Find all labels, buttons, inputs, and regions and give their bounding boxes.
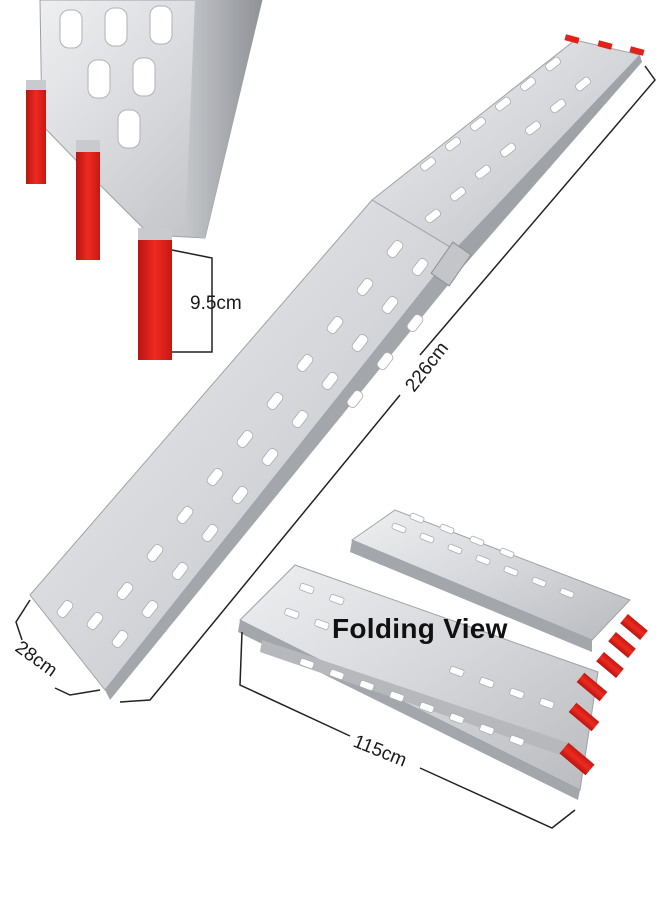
ramp-folded-front xyxy=(238,564,608,800)
ramp-top-tips xyxy=(564,34,645,56)
rubber-foot xyxy=(76,140,100,260)
length-dimension xyxy=(119,65,656,703)
foot-height-dimension xyxy=(171,249,213,353)
rubber-foot xyxy=(26,80,46,184)
folded-length-dimension xyxy=(239,631,576,829)
ramp-folded-back xyxy=(350,509,648,678)
width-dimension xyxy=(15,599,101,696)
folding-view-caption: Folding View xyxy=(332,613,508,644)
foot-height-label: 9.5cm xyxy=(190,293,242,314)
width-label: 28cm xyxy=(11,637,61,681)
ramp-end-closeup xyxy=(26,0,263,360)
folded-length-label: 115cm xyxy=(350,731,409,771)
ramp-unfolded xyxy=(29,34,645,700)
rubber-foot xyxy=(138,228,172,360)
